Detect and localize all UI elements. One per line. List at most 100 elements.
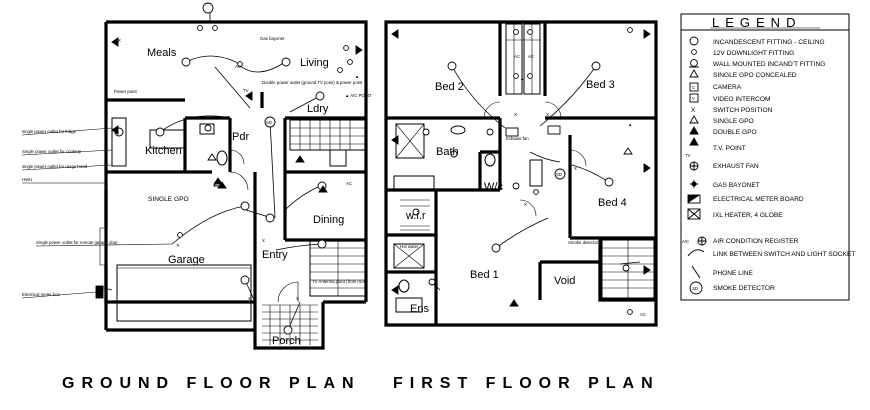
legend-labels: INCANDESCENT FITTING - CEILING 12V DOWNL… xyxy=(713,39,855,292)
legend-title: LEGEND xyxy=(712,15,801,30)
ground-wiring xyxy=(99,8,323,331)
wir-shelves xyxy=(400,199,430,231)
incandescent-ceiling-icon xyxy=(689,36,699,46)
switch: X xyxy=(524,202,527,207)
room-dining: Dining xyxy=(313,214,344,226)
smoke-detector-ground xyxy=(264,116,276,128)
svg-text:AC: AC xyxy=(346,181,352,186)
dining-wall-top xyxy=(283,116,366,174)
room-bed4: Bed 4 xyxy=(598,197,627,209)
ceiling-light xyxy=(265,213,275,223)
svg-text:▲: ▲ xyxy=(628,122,632,127)
downlight xyxy=(627,27,633,33)
garage-door-swing xyxy=(229,171,249,191)
note-power-point: Power point xyxy=(114,89,137,94)
ground-outer-walls xyxy=(104,20,368,350)
svg-text:✕: ✕ xyxy=(176,243,180,248)
downlight xyxy=(527,73,533,79)
downlight xyxy=(527,29,533,35)
legend-item-label: WALL MOUNTED INCAND'T FITTING xyxy=(713,61,825,68)
downlight xyxy=(513,73,519,79)
laundry-tiles xyxy=(290,120,366,150)
pdr-basin xyxy=(199,123,215,135)
legend-item-label: SWITCH POSITION xyxy=(713,107,773,114)
ground-fixtures: SD ✕ AC AC TV ▲ ▲ A/C POINT X X X X xyxy=(95,2,372,335)
svg-text:SD: SD xyxy=(692,286,698,291)
bed3-door-swing xyxy=(544,101,562,119)
legend-panel: LEGEND C V X TV A/C SD INCANDESCE xyxy=(680,13,855,301)
room-bed2: Bed 2 xyxy=(435,81,464,93)
wc-wall xyxy=(478,150,500,190)
laundry-chute xyxy=(529,159,543,187)
ceiling-light xyxy=(447,61,457,71)
laundry-bench xyxy=(289,119,367,151)
bath-basin xyxy=(450,125,466,135)
tv-point-icon: TV xyxy=(685,137,699,158)
ceiling-light xyxy=(604,177,614,187)
svg-text:▲: ▲ xyxy=(520,76,524,81)
room-wir: w.i.r xyxy=(405,210,426,222)
single-gpo-icon xyxy=(689,115,699,124)
note-single-power-fridge: single power outlet for fridge xyxy=(22,129,77,134)
note-exhaust-fan: Exhaust fan xyxy=(506,136,529,141)
ceiling-light xyxy=(622,264,630,272)
downlight xyxy=(197,25,203,31)
double-gpo xyxy=(295,155,305,163)
switch-icon: X xyxy=(691,107,696,114)
note-tv-antenna: TV Antenna point (from roof) xyxy=(312,279,367,284)
ceiling-light xyxy=(315,91,325,101)
single-gpo xyxy=(207,153,217,161)
laundry-wall xyxy=(283,172,310,242)
legend-item-label: IXL HEATER, 4 GLOBE xyxy=(713,212,783,219)
meter-board-icon xyxy=(687,194,701,204)
gas-bayonet-icon xyxy=(690,180,698,188)
wc-toilet xyxy=(484,153,496,167)
ground-floor-title: GROUND FLOOR PLAN xyxy=(62,375,361,392)
legend-item-label: PHONE LINE xyxy=(713,270,754,277)
pdr-toilet xyxy=(216,150,228,166)
switch: X xyxy=(296,296,299,301)
switch: X xyxy=(514,112,517,117)
smoke-detector-icon: SD xyxy=(689,281,703,295)
single-gpo-concealed-icon xyxy=(689,69,699,78)
room-garage: Garage xyxy=(168,254,205,266)
ceiling-light xyxy=(204,124,212,132)
ceiling-light xyxy=(591,61,601,71)
svg-text:AC: AC xyxy=(235,64,241,69)
double-gpo xyxy=(318,185,328,193)
wir-wall xyxy=(386,190,438,325)
room-living: Living xyxy=(300,57,329,69)
room-entry: Entry xyxy=(262,249,288,261)
smoke-detector-first xyxy=(554,168,566,180)
legend-item-label: INCANDESCENT FITTING - CEILING xyxy=(713,39,825,46)
legend-item-label: 12V DOWNLIGHT FITTING xyxy=(713,50,794,57)
first-floor-plan: SD AC AC AC ▲ ▲ X X X X xyxy=(384,20,658,327)
ceiling-light xyxy=(155,127,165,137)
legend-item-label: GAS BAYONET xyxy=(713,182,760,189)
downlight xyxy=(212,25,218,31)
legend-item-label: VIDEO INTERCOM xyxy=(713,96,771,103)
camera-icon xyxy=(689,82,699,92)
room-ens: Ens xyxy=(410,303,429,315)
ceiling-light xyxy=(281,57,291,67)
downlight xyxy=(177,232,183,238)
ceiling-light xyxy=(240,275,250,285)
bed4-wall xyxy=(568,135,656,240)
ens-toilet xyxy=(398,279,410,293)
legend-item-label: SINGLE GPO xyxy=(713,118,754,125)
first-stairs xyxy=(601,239,655,299)
switch: X xyxy=(574,166,577,171)
note-single-power-cooktop: Single power outlet for cooktop xyxy=(22,149,82,154)
room-ldry: Ldry xyxy=(307,103,329,115)
svg-text:AC: AC xyxy=(514,54,520,59)
ixl-heater-icon xyxy=(687,208,701,220)
ceiling-light xyxy=(428,278,436,286)
label-single-gpo: SINGLE GPO xyxy=(148,196,189,203)
svg-text:V: V xyxy=(692,96,695,101)
stair-wall-first xyxy=(598,238,656,302)
exhaust-fan-first xyxy=(505,127,519,137)
ens-basin xyxy=(395,297,423,313)
note-single-power-garage-door: Single power outlet for remote garage do… xyxy=(36,240,118,245)
double-gpo xyxy=(213,177,223,185)
double-gpo-icon xyxy=(689,126,699,135)
